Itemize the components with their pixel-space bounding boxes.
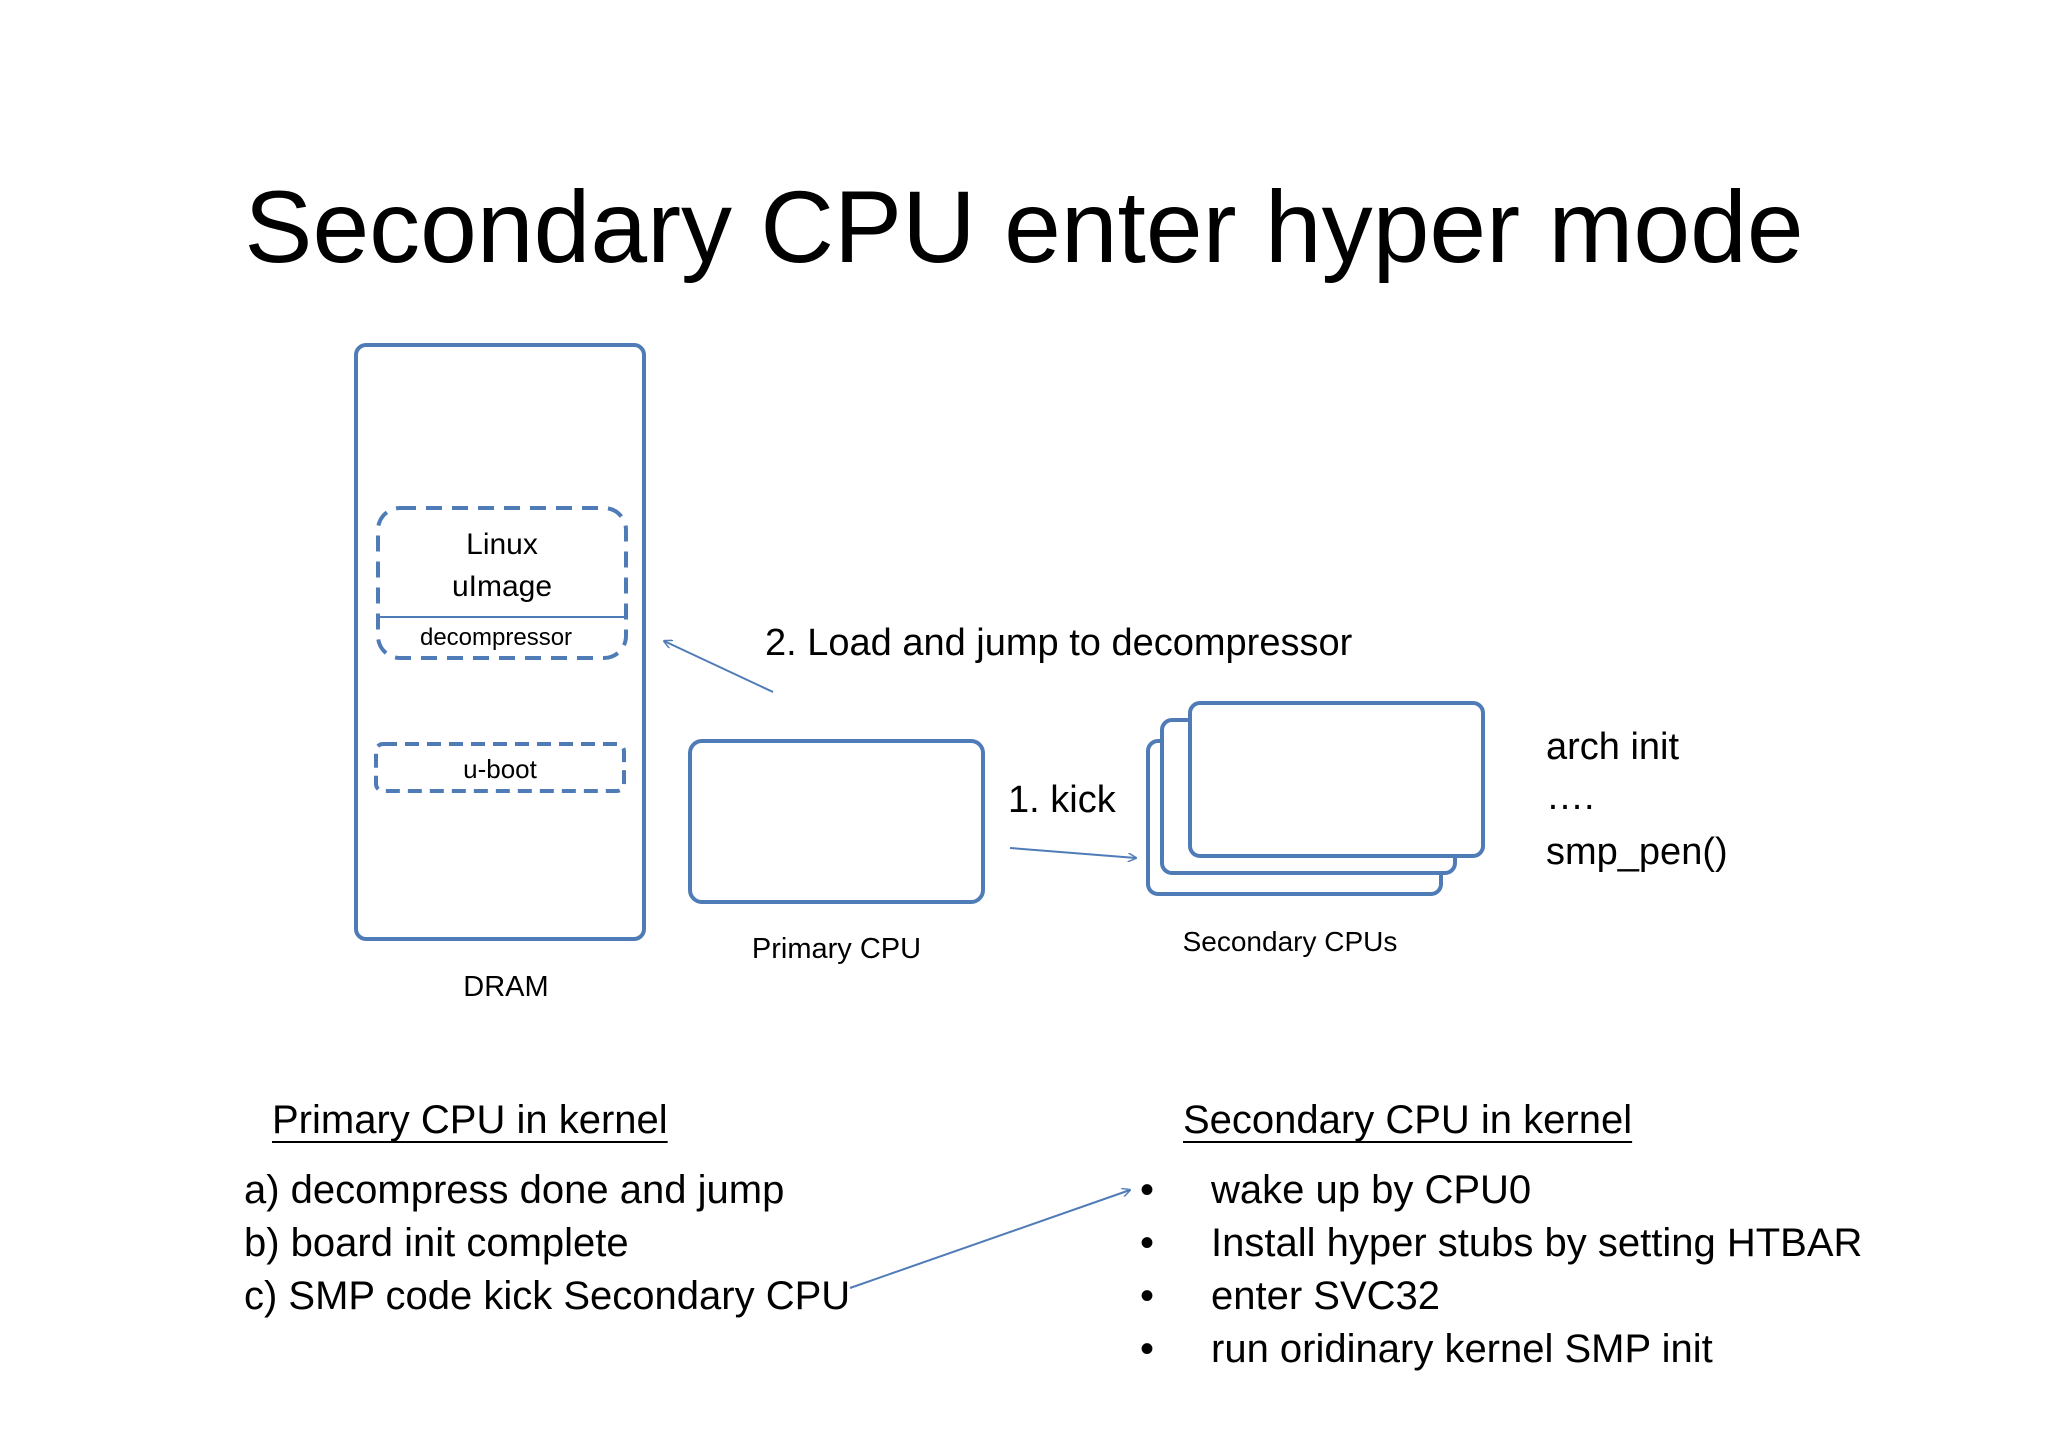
step-arch-init: arch init <box>1546 726 1680 768</box>
uboot-label: u-boot <box>463 754 537 784</box>
primary-cpu-box <box>688 739 985 904</box>
dram-box <box>354 343 646 941</box>
uimage-label: uImage <box>451 570 553 603</box>
arrow-kick <box>1009 847 1136 858</box>
kick-label: 1. kick <box>1008 779 1116 821</box>
dram-label: DRAM <box>463 971 549 1003</box>
decompressor-label: decompressor <box>419 624 573 651</box>
secondary-kernel-item-text: Install hyper stubs by setting HTBAR <box>1211 1221 1863 1265</box>
bullet-icon: • <box>1140 1274 1155 1318</box>
primary-kernel-item-c: c) SMP code kick Secondary CPU <box>244 1274 851 1318</box>
secondary-cpu-box-front <box>1188 701 1485 858</box>
load-jump-label: 2. Load and jump to decompressor <box>765 622 1353 664</box>
bullet-icon: • <box>1140 1327 1155 1371</box>
secondary-kernel-heading: Secondary CPU in kernel <box>1183 1098 1633 1142</box>
primary-cpu-label: Primary CPU <box>751 933 922 965</box>
bullet-icon: • <box>1140 1168 1155 1212</box>
step-ellipsis: …. <box>1546 776 1595 818</box>
secondary-kernel-item-text: wake up by CPU0 <box>1211 1168 1532 1212</box>
arrow-load-jump <box>664 641 774 693</box>
secondary-kernel-item-text: enter SVC32 <box>1211 1274 1441 1318</box>
page-title: Secondary CPU enter hyper mode <box>244 170 1804 284</box>
step-smp-pen: smp_pen() <box>1546 831 1728 873</box>
uboot-region <box>374 742 626 793</box>
primary-kernel-item-a: a) decompress done and jump <box>244 1168 785 1212</box>
primary-kernel-heading: Primary CPU in kernel <box>272 1098 668 1142</box>
bullet-icon: • <box>1140 1221 1155 1265</box>
arrow-kernel-link <box>849 1190 1130 1289</box>
linux-uimage-region <box>376 506 628 660</box>
secondary-cpus-label: Secondary CPUs <box>1182 926 1398 957</box>
linux-label: Linux <box>466 528 538 561</box>
secondary-kernel-item-text: run oridinary kernel SMP init <box>1211 1327 1713 1371</box>
primary-kernel-item-b: b) board init complete <box>244 1221 629 1265</box>
